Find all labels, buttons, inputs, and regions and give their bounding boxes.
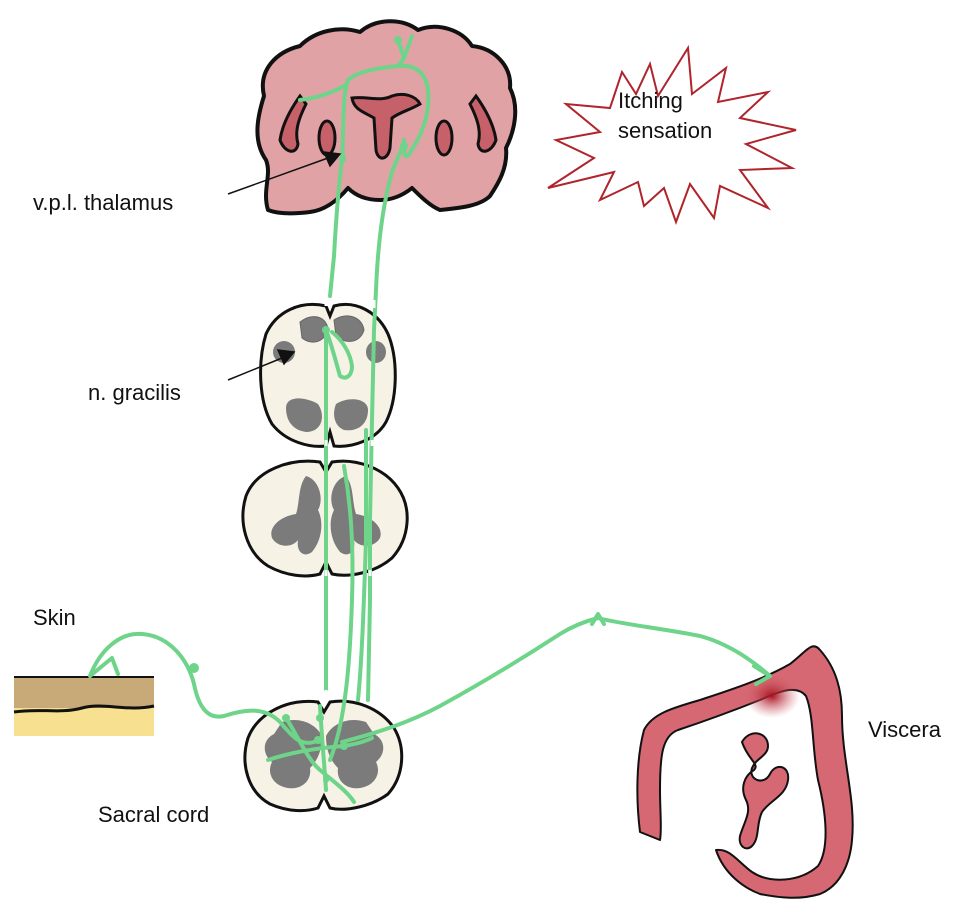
label-sacral-cord: Sacral cord — [98, 802, 209, 828]
left-ventricle — [319, 121, 335, 155]
label-itching-sensation: Itching sensation — [618, 86, 712, 146]
itching-line-1: Itching — [618, 86, 712, 116]
label-viscera: Viscera — [868, 717, 941, 743]
brain-coronal-section — [257, 21, 515, 213]
viscera-colon — [637, 646, 852, 898]
itching-line-2: sensation — [618, 116, 712, 146]
label-vpl-thalamus: v.p.l. thalamus — [33, 190, 173, 216]
skin-layers — [14, 676, 154, 736]
label-n-gracilis: n. gracilis — [88, 380, 181, 406]
visceral-afferent-fiber — [342, 618, 770, 742]
label-skin: Skin — [33, 605, 76, 631]
right-ventricle — [436, 121, 452, 155]
inflamed-spot — [744, 674, 800, 718]
